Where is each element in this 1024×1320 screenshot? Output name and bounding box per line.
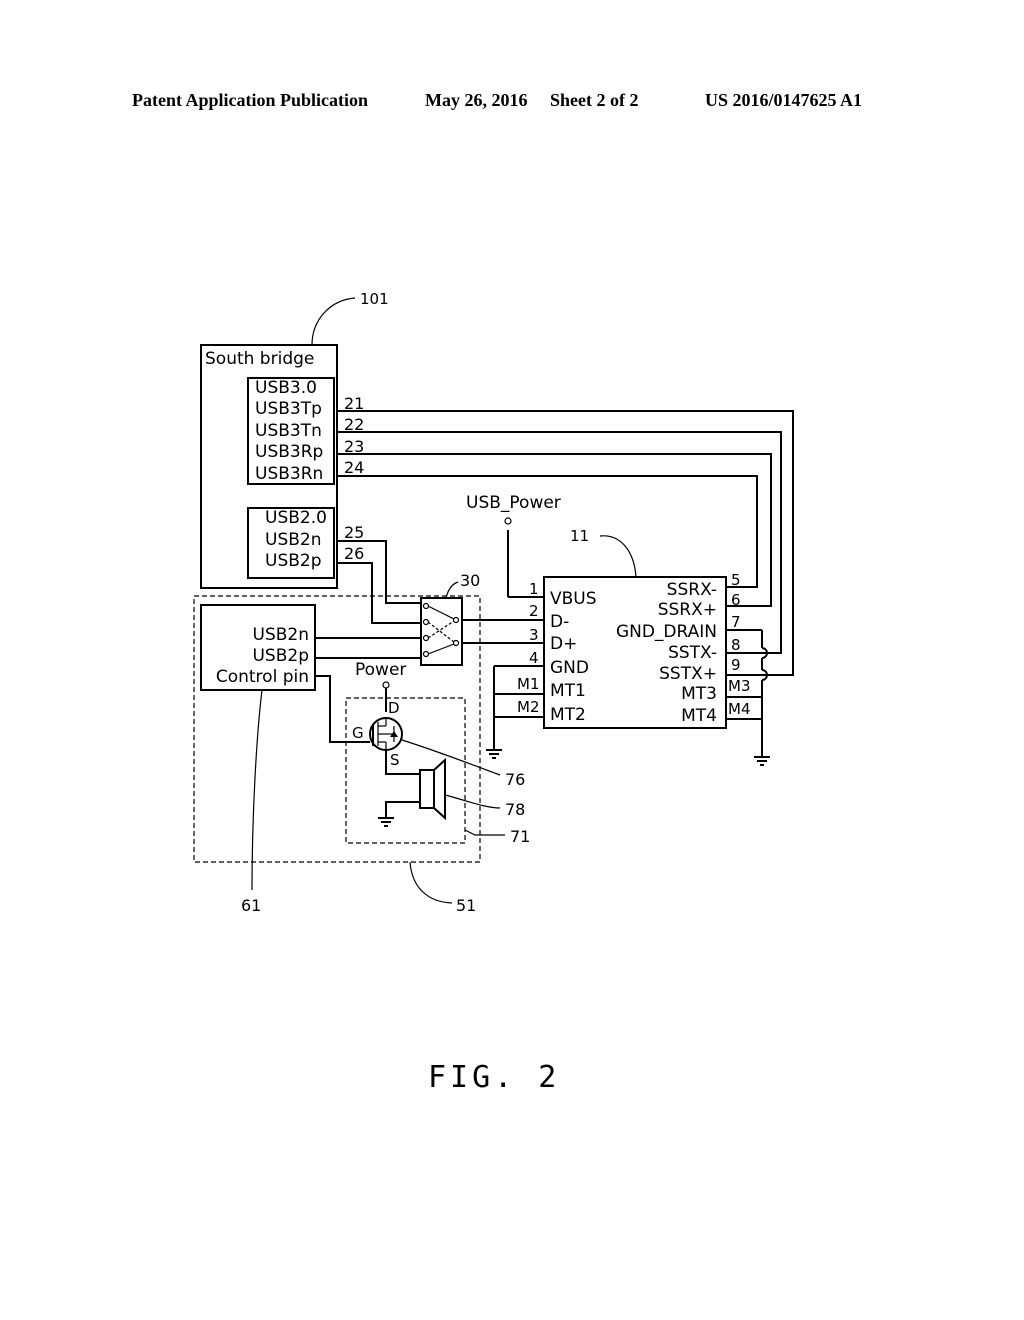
pin-gnd-drain: GND_DRAIN	[616, 622, 717, 642]
wire-speaker-ground	[385, 801, 420, 818]
south-bridge-block	[200, 344, 338, 589]
ref-23: 23	[344, 437, 364, 456]
speaker-symbol	[419, 757, 446, 821]
mosfet-drain-label: D	[388, 699, 400, 717]
ref-78: 78	[505, 800, 525, 819]
ref-11: 11	[570, 527, 589, 545]
ref-61: 61	[241, 896, 261, 915]
wire-21	[337, 410, 794, 676]
ref-76: 76	[505, 770, 525, 789]
publication-number: US 2016/0147625 A1	[705, 90, 863, 110]
mosfet-symbol	[369, 717, 403, 751]
alarm-circuit-boundary	[345, 697, 466, 844]
ref-22: 22	[344, 415, 364, 434]
switch-block	[420, 597, 463, 666]
connector-left-pin-lines	[493, 530, 544, 750]
pin-ssrx-plus: SSRX+	[658, 600, 717, 620]
wire-22	[337, 431, 782, 654]
pin-mt3: MT3	[681, 684, 717, 704]
usb3-pin-tn: USB3Tn	[255, 421, 322, 441]
ref-25: 25	[344, 523, 364, 542]
publication-label: Patent Application Publication	[132, 90, 369, 110]
pin-gnd: GND	[550, 658, 589, 678]
mosfet-source-label: S	[390, 751, 400, 769]
usb3-wires	[337, 410, 794, 676]
ref-71: 71	[510, 827, 530, 846]
usb3-pin-rn: USB3Rn	[255, 464, 323, 484]
pin-num-3: 3	[529, 626, 539, 644]
wire-source-speaker	[385, 750, 420, 775]
usb3-pin-tp: USB3Tp	[255, 399, 322, 419]
pin-num-4: 4	[529, 649, 539, 667]
pin-num-m4: M4	[728, 700, 751, 718]
wire-23	[337, 453, 772, 607]
mosfet-gate-label: G	[352, 724, 364, 742]
usb3-title: USB3.0	[255, 378, 317, 398]
pin-mt2: MT2	[550, 705, 586, 725]
leader-71	[464, 829, 505, 836]
pin-num-7: 7	[731, 613, 741, 631]
leader-61	[251, 689, 263, 891]
usb2-title: USB2.0	[265, 508, 327, 528]
pin-num-9: 9	[731, 656, 741, 674]
ref-24: 24	[344, 458, 364, 477]
pin-num-5: 5	[731, 571, 741, 589]
pin-sstx-minus: SSTX-	[668, 643, 717, 663]
controller-pin-usb2n: USB2n	[253, 625, 310, 645]
wire-control-gate	[315, 675, 370, 743]
usb-power-terminal	[504, 517, 512, 525]
ground-symbol-left	[486, 749, 502, 759]
usb3-pin-rp: USB3Rp	[255, 442, 323, 462]
ref-26: 26	[344, 544, 364, 563]
usb3-block	[247, 377, 335, 485]
pin-mt1: MT1	[550, 681, 586, 701]
leader-101	[311, 297, 356, 346]
connector-right-pin-lines	[726, 629, 768, 757]
module-boundary	[193, 595, 481, 863]
leader-78	[444, 794, 501, 809]
ref-30: 30	[460, 571, 480, 590]
pin-num-m1: M1	[517, 675, 540, 693]
controller-pin-usb2p: USB2p	[252, 646, 309, 666]
leader-76	[401, 739, 501, 776]
leader-51	[409, 861, 453, 904]
pin-vbus: VBUS	[550, 589, 597, 609]
ref-21: 21	[344, 394, 364, 413]
pin-num-2: 2	[529, 602, 539, 620]
wire-24	[337, 475, 758, 588]
ref-101: 101	[360, 290, 389, 308]
controller-block	[200, 604, 316, 691]
pin-num-8: 8	[731, 636, 741, 654]
pin-d-plus: D+	[550, 634, 577, 654]
power-label: Power	[355, 660, 406, 680]
wire-25	[337, 540, 421, 604]
pin-num-m2: M2	[517, 698, 540, 716]
pin-num-6: 6	[731, 591, 741, 609]
pin-num-m3: M3	[728, 677, 751, 695]
pin-sstx-plus: SSTX+	[659, 664, 717, 684]
leader-11	[599, 535, 637, 578]
south-bridge-title: South bridge	[205, 349, 314, 369]
usb2-pin-n: USB2n	[265, 530, 322, 550]
pin-num-1: 1	[529, 580, 539, 598]
ref-51: 51	[456, 896, 476, 915]
pin-mt4: MT4	[681, 706, 717, 726]
usb-power-label: USB_Power	[466, 493, 561, 513]
ground-symbol-speaker	[378, 817, 394, 827]
power-terminal	[382, 681, 390, 689]
ground-symbol-right	[754, 756, 770, 766]
usb2-pin-p: USB2p	[265, 551, 322, 571]
usb2-block	[247, 507, 335, 579]
pin-d-minus: D-	[550, 612, 569, 632]
controller-pin-control: Control pin	[216, 667, 309, 687]
publication-date: May 26, 2016	[425, 90, 528, 110]
figure-label: FIG. 2	[428, 1060, 560, 1095]
wire-26	[337, 562, 421, 624]
sheet-number: Sheet 2 of 2	[550, 90, 639, 110]
switch-contacts	[422, 602, 460, 658]
pin-ssrx-minus: SSRX-	[667, 580, 717, 600]
